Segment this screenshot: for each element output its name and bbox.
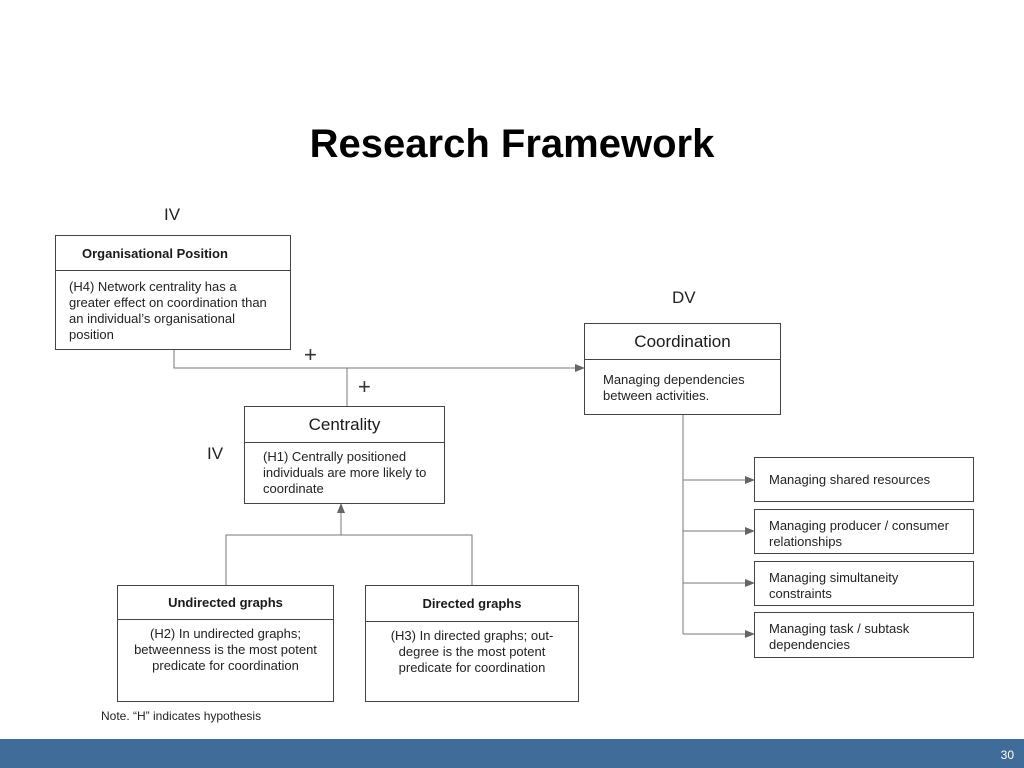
plus-sign-1: + [304,342,317,367]
dependency-label: Managing simultaneity constraints [769,570,899,601]
centrality-hypothesis: (H1) Centrally positioned individuals ar… [263,449,427,496]
dependency-label: Managing shared resources [769,472,931,487]
dependency-box-simultaneity: Managing simultaneity constraints [754,561,974,606]
dv-label: DV [672,288,696,307]
org-position-hypothesis: (H4) Network centrality has a greater ef… [69,279,267,342]
dependency-label: Managing producer / consumer relationshi… [769,518,949,549]
centrality-box: Centrality (H1) Centrally positioned ind… [244,406,445,504]
undirected-graphs-heading: Undirected graphs [118,586,333,620]
centrality-heading: Centrality [245,407,444,443]
hypothesis-note: Note. “H” indicates hypothesis [101,709,262,723]
page-number: 30 [1000,748,1014,762]
dependency-box-producer-consumer: Managing producer / consumer relationshi… [754,509,974,554]
dependency-label: Managing task / subtask dependencies [769,621,910,652]
plus-sign-2: + [358,374,371,399]
directed-graphs-hypothesis: (H3) In directed graphs; out-degree is t… [390,628,554,675]
coordination-description: Managing dependencies between activities… [603,372,745,403]
undirected-graphs-hypothesis: (H2) In undirected graphs; betweenness i… [134,626,317,673]
org-position-box: Organisational Position (H4) Network cen… [55,235,291,350]
iv-label-top: IV [164,205,181,224]
org-to-coordination-line [173,350,585,372]
coordination-box: Coordination Managing dependencies betwe… [584,323,781,415]
directed-graphs-box: Directed graphs (H3) In directed graphs;… [365,585,579,702]
dependency-box-shared-resources: Managing shared resources [754,457,974,502]
dependency-box-task-subtask: Managing task / subtask dependencies [754,612,974,658]
org-position-heading: Organisational Position [56,236,290,271]
footer-bar: 30 [0,739,1024,768]
undirected-connector [225,534,473,585]
directed-graphs-heading: Directed graphs [366,586,578,622]
iv-label-middle: IV [207,444,224,463]
coordination-heading: Coordination [585,324,780,360]
undirected-graphs-box: Undirected graphs (H2) In undirected gra… [117,585,334,702]
slide-title: Research Framework [309,122,715,166]
